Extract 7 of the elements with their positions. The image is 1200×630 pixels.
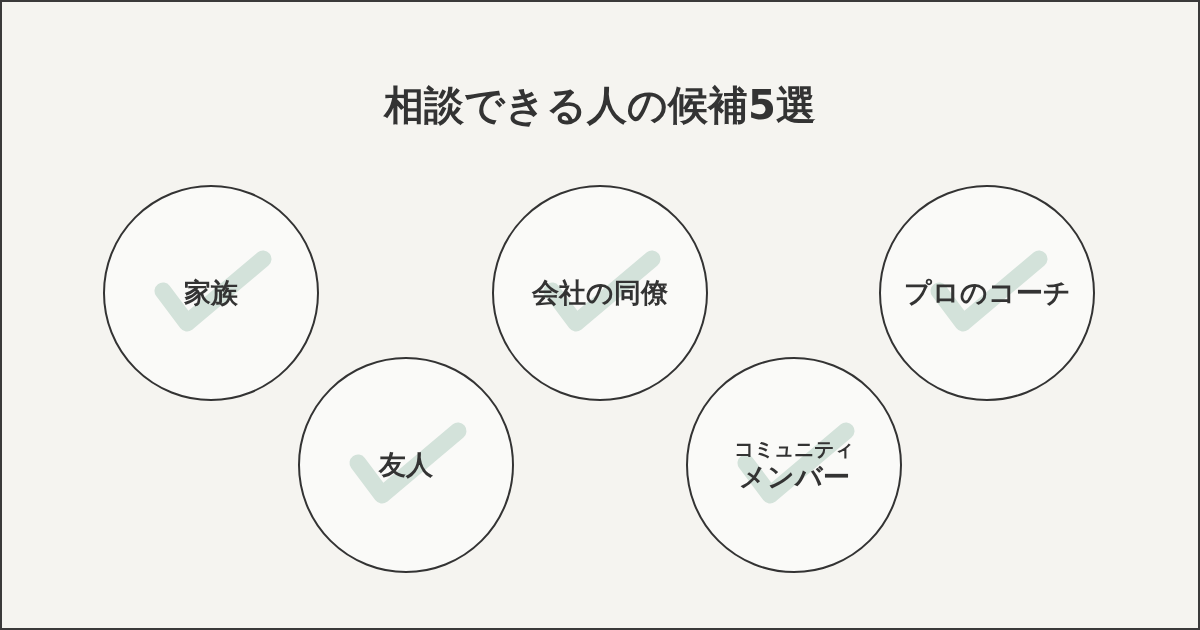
node-label: 会社の同僚 [532,277,668,309]
node-label: メンバー [738,460,850,492]
title: 相談できる人の候補5選 [382,81,817,130]
node-label: 家族 [184,277,238,309]
node-label: コミュニティ [734,437,854,461]
node-label: プロのコーチ [903,277,1071,309]
node-label: 友人 [379,449,433,481]
